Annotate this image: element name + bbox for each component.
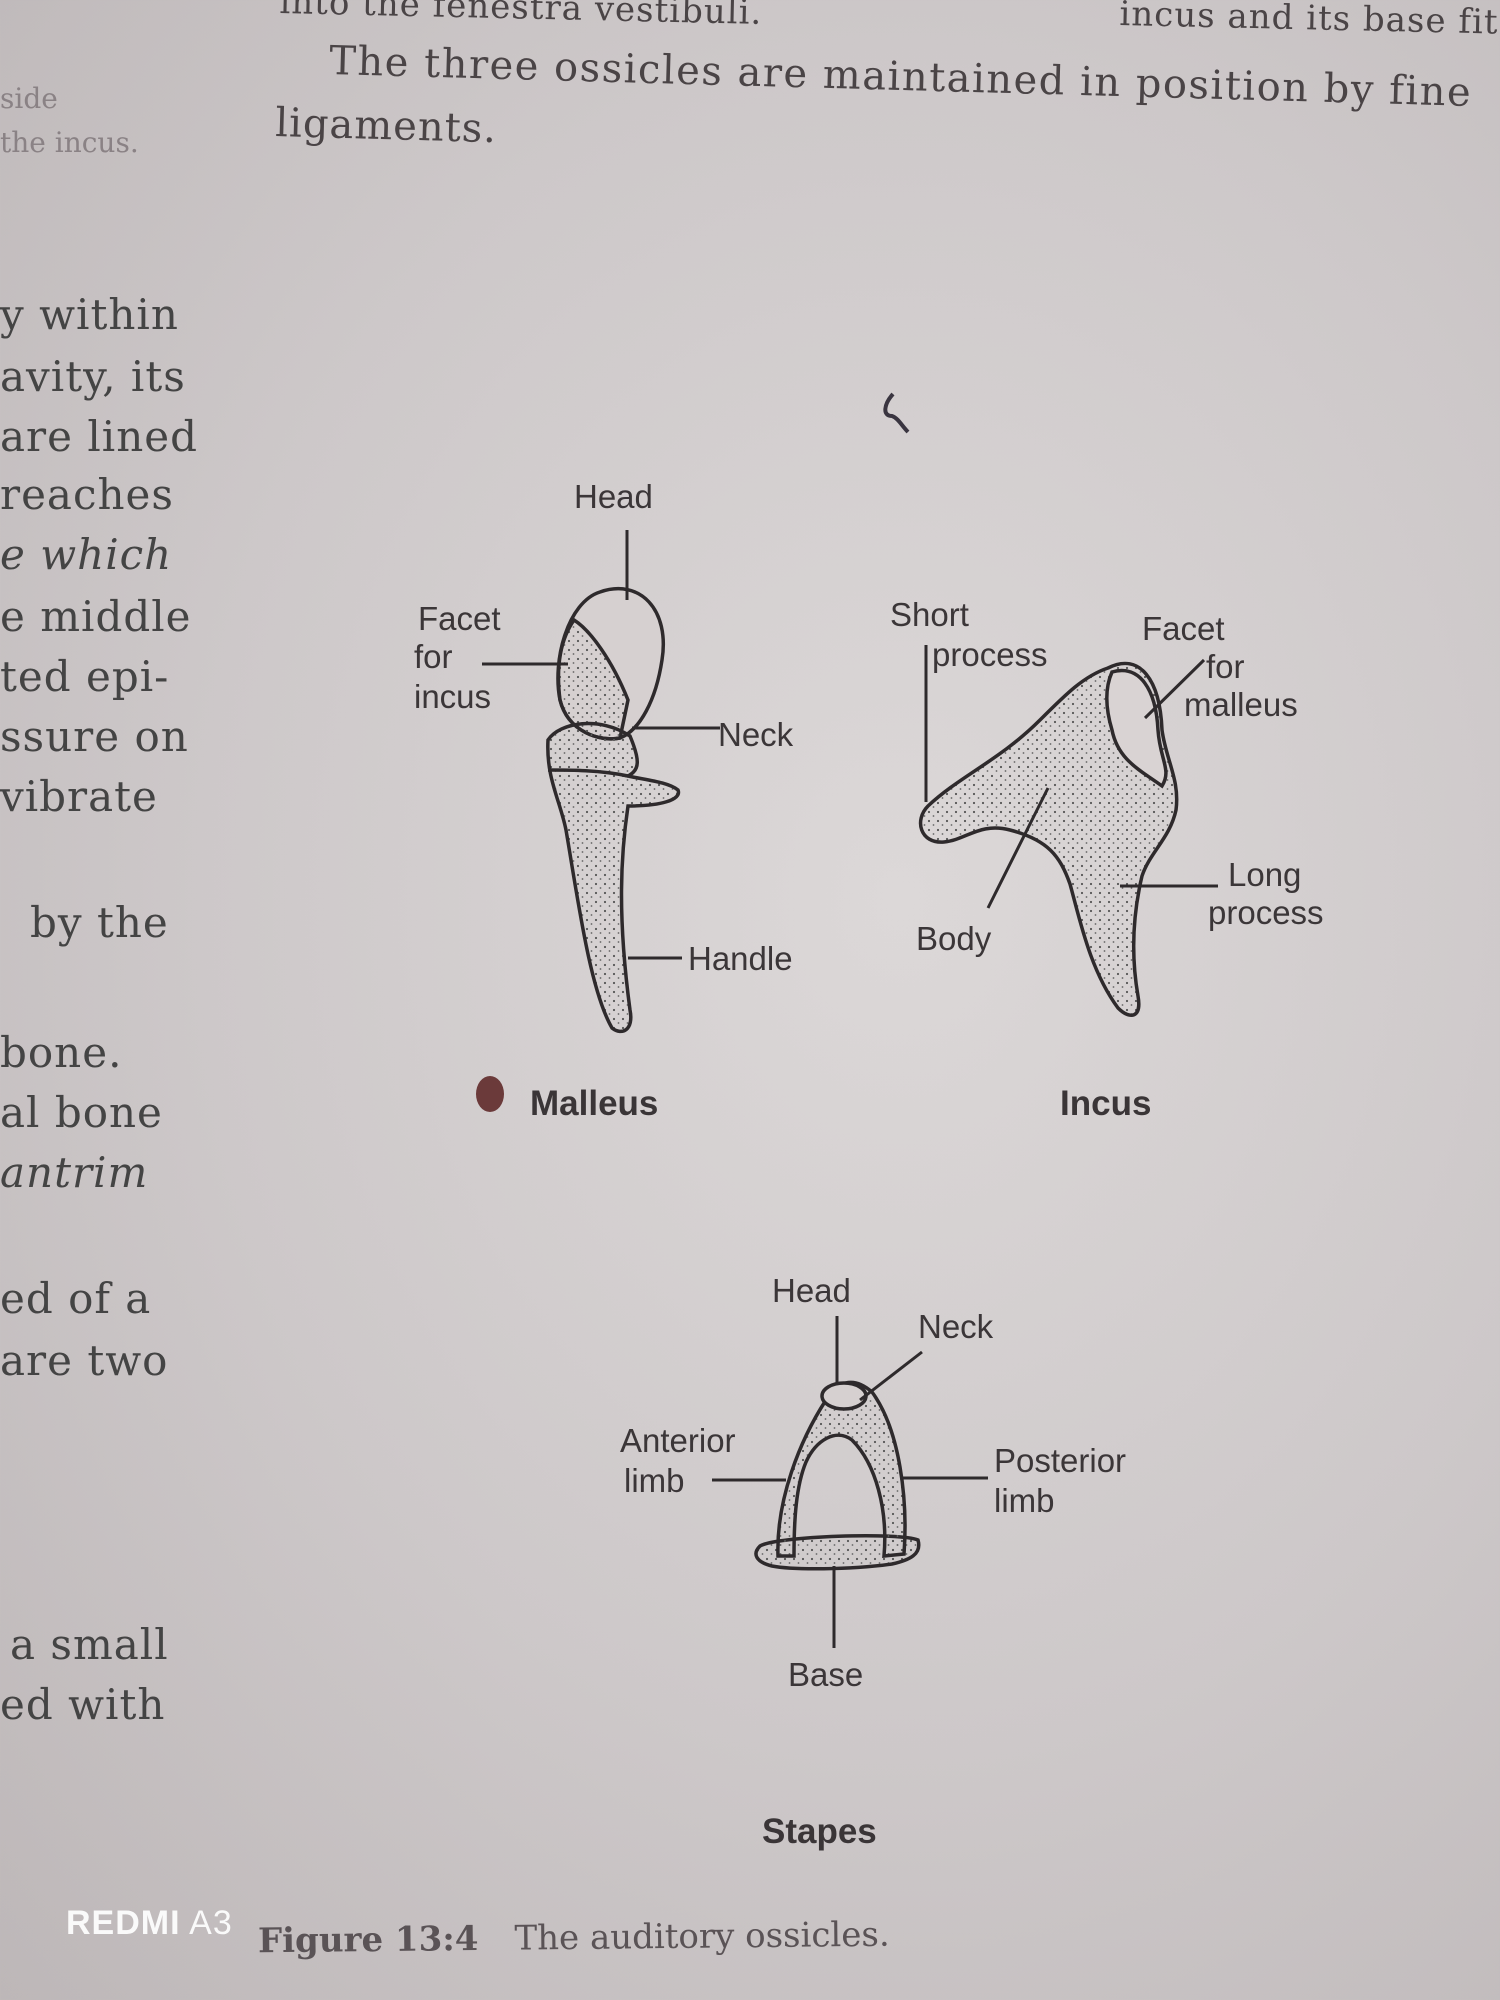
- stapes-anterior-limb-label-1: Anterior: [620, 1422, 736, 1459]
- figure-number: Figure 13:4: [257, 1919, 479, 1962]
- left-col-line: vibrate: [0, 772, 158, 821]
- left-col-line: ted epi-: [0, 652, 170, 701]
- left-col-line: bone.: [0, 1028, 123, 1077]
- pen-mark: [883, 392, 910, 434]
- stapes-base-label: Base: [788, 1656, 864, 1693]
- stapes-caption: Stapes: [762, 1812, 877, 1851]
- ink-spot: [476, 1076, 504, 1112]
- malleus-head-label: Head: [574, 478, 653, 515]
- malleus-caption: Malleus: [530, 1084, 659, 1123]
- left-col-line: al bone: [0, 1088, 163, 1137]
- malleus-neck-label: Neck: [718, 716, 794, 753]
- watermark-model: A3: [189, 1904, 233, 1942]
- stapes-neck-label: Neck: [918, 1308, 994, 1345]
- left-col-line: antrim: [0, 1148, 149, 1197]
- left-col-line: are two: [0, 1336, 169, 1385]
- malleus-leaders: [482, 530, 720, 960]
- malleus-facet-label-1: Facet: [418, 600, 501, 637]
- figure-caption: Figure 13:4 The auditory ossicles.: [258, 1915, 890, 1962]
- stapes-posterior-limb-label-1: Posterior: [994, 1442, 1127, 1479]
- margin-note-1: side: [0, 82, 58, 115]
- stapes-anterior-limb-label-2: limb: [624, 1462, 685, 1499]
- stapes-head-label: Head: [772, 1272, 851, 1309]
- watermark-brand: REDMI: [66, 1904, 181, 1942]
- stapes-drawing: [754, 1380, 921, 1571]
- figure-title: The auditory ossicles.: [514, 1914, 890, 1959]
- incus-drawing: [918, 661, 1179, 1018]
- incus-facet-label-3: malleus: [1184, 686, 1298, 723]
- left-col-line: reaches: [0, 470, 174, 519]
- left-col-line: ssure on: [0, 712, 189, 761]
- left-col-line: are lined: [0, 412, 198, 461]
- stapes-posterior-limb-label-2: limb: [994, 1482, 1055, 1519]
- incus-facet-label-1: Facet: [1142, 610, 1225, 647]
- left-col-line: e which: [0, 530, 173, 579]
- incus-leaders: [924, 645, 1218, 909]
- left-col-line: avity, its: [0, 352, 186, 401]
- incus-short-process-label-1: Short: [890, 596, 969, 633]
- incus-caption: Incus: [1060, 1084, 1152, 1123]
- left-col-line: y within: [0, 290, 179, 339]
- incus-long-process-label-1: Long: [1228, 856, 1302, 893]
- stapes-leaders: [712, 1316, 988, 1648]
- left-col-line: ed with: [0, 1680, 166, 1729]
- incus-short-process-label-2: process: [932, 636, 1048, 673]
- left-col-line: by the: [30, 898, 169, 947]
- camera-watermark: REDMI A3: [66, 1904, 233, 1943]
- malleus-facet-label-2: for: [414, 638, 453, 675]
- incus-long-process-label-2: process: [1208, 894, 1324, 931]
- left-col-line: a small: [10, 1620, 169, 1669]
- left-col-line: ed of a: [0, 1274, 152, 1323]
- incus-facet-label-2: for: [1206, 648, 1245, 685]
- malleus-facet-label-3: incus: [414, 678, 492, 715]
- malleus-drawing: [546, 586, 681, 1034]
- margin-note-2: the incus.: [0, 126, 139, 159]
- malleus-handle-label: Handle: [688, 940, 793, 977]
- left-col-line: e middle: [0, 592, 192, 641]
- incus-body-label: Body: [916, 920, 992, 957]
